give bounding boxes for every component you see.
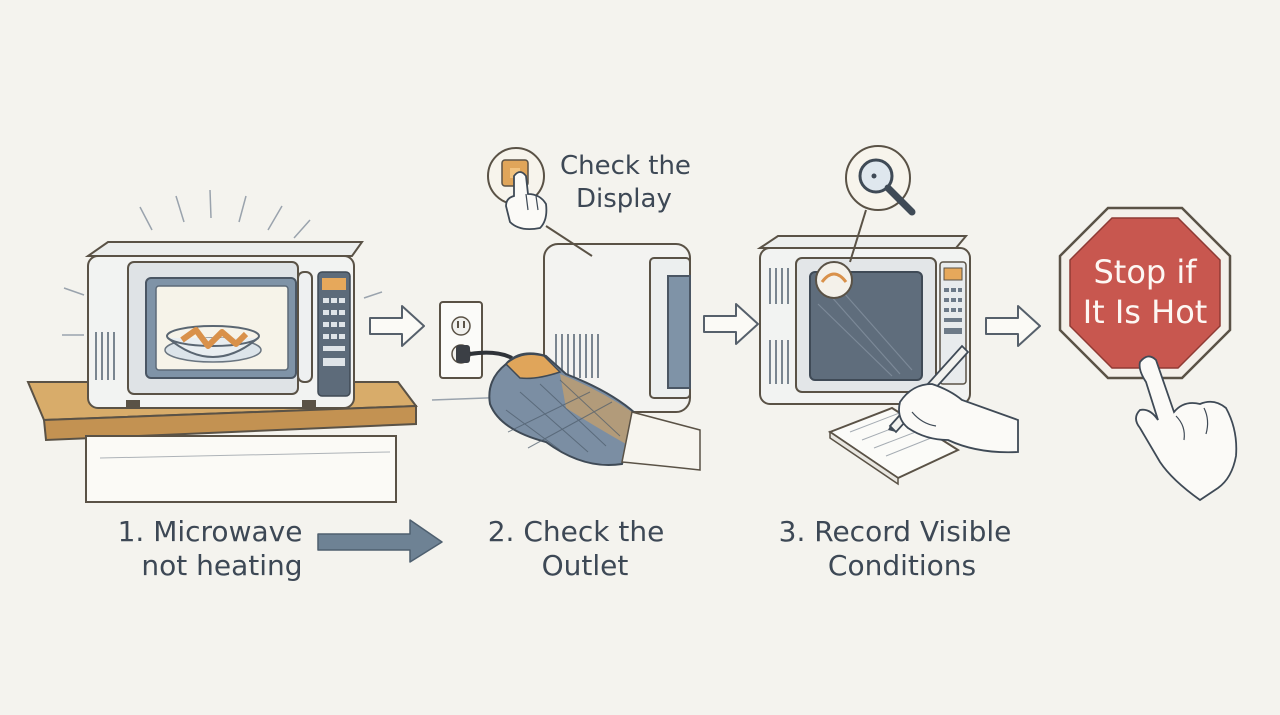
step-2-line2: Outlet [541,549,629,582]
step-2-number: 2. [487,515,515,548]
notepad-icon [827,406,961,486]
oven-mitt-icon [488,352,701,471]
step-3-line2: Conditions [827,549,977,582]
microwave-icon [756,235,971,405]
wall-outlet-icon [431,301,541,401]
step-2-line1: Check the [523,515,665,548]
step-3-caption: 3. Record Visible Conditions [770,515,1020,583]
step-1-line1: Microwave [153,515,303,548]
stop-sign-label: Stop if It Is Hot [1065,252,1225,332]
stop-line2: It Is Hot [1082,293,1208,331]
step-1-number: 1. [117,515,145,548]
callout-line2: Display [576,184,672,214]
arrow-right-large-icon [317,519,443,563]
arrow-right-icon [985,305,1041,347]
callout-line1: Check the [560,151,691,181]
step-3-line1: Record Visible [814,515,1012,548]
step-2-caption: 2. Check the Outlet [476,515,676,583]
arrow-right-icon [703,303,759,345]
microwave-side-icon [543,243,691,413]
stop-sign-icon [1058,206,1232,380]
step-3-number: 3. [778,515,806,548]
step-1-line2: not heating [141,549,303,582]
callout-label: Check the Display [560,150,691,216]
pointing-hand-icon [1135,355,1238,502]
pencil-hand-icon [888,344,1019,454]
finger-press-icon [505,171,548,231]
stop-line1: Stop if [1093,253,1197,291]
magnifier-icon [845,145,916,263]
microwave-icon [84,241,364,409]
radiance-lines-icon [62,189,383,336]
step-1-caption: 1. Microwave not heating [100,515,320,583]
arrow-right-icon [369,305,425,347]
